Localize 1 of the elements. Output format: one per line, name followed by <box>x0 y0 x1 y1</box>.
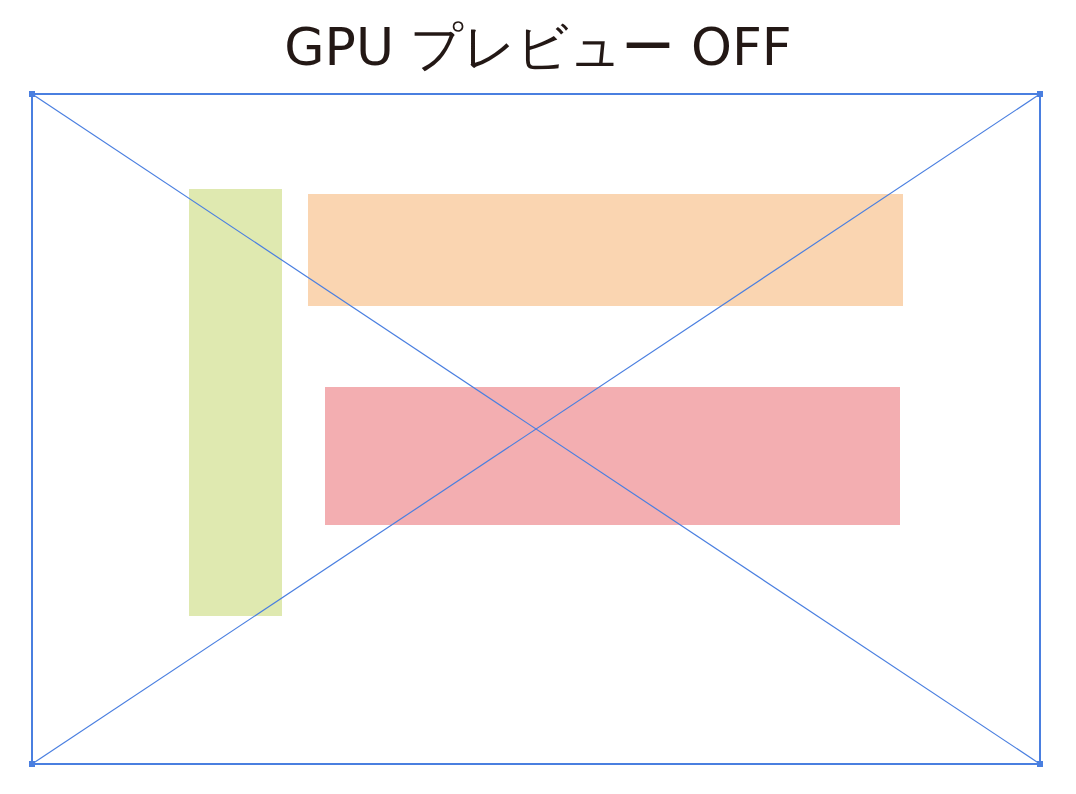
title: GPU プレビュー OFF <box>284 16 792 79</box>
